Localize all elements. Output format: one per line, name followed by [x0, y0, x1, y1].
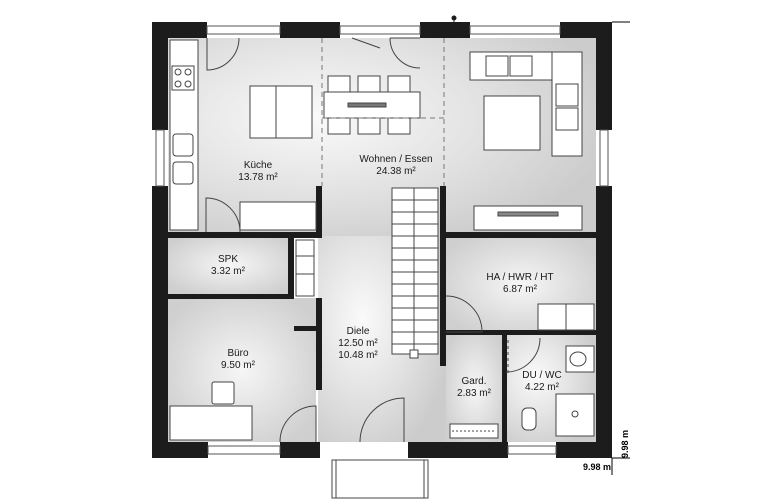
utility-counter	[537, 303, 595, 331]
room-area-kueche: 13.78 m²	[238, 172, 278, 183]
room-area-spk: 3.32 m²	[211, 266, 246, 277]
room-name-gard: Gard.	[461, 376, 486, 387]
room-area-gard: 2.83 m²	[457, 388, 492, 399]
room-name-buero: Büro	[227, 348, 249, 359]
entry-steps	[331, 459, 429, 499]
room-name-kueche: Küche	[244, 160, 273, 171]
room-name-wohnen: Wohnen / Essen	[359, 154, 432, 165]
dimension-width: 9.98 m	[583, 462, 611, 472]
dimension-lines	[611, 21, 630, 475]
room-name-du: DU / WC	[522, 370, 561, 381]
doors	[205, 37, 541, 443]
room-area-wohnen: 24.38 m²	[376, 166, 416, 177]
dining-table	[323, 75, 421, 135]
room-area-diele: 12.50 m²	[338, 338, 378, 349]
exterior-walls	[152, 22, 612, 458]
top-marker	[451, 15, 457, 22]
room-name-diele: Diele	[347, 326, 370, 337]
wardrobe-rail	[449, 423, 499, 439]
zone-lines	[321, 38, 445, 186]
room-area-buero: 9.50 m²	[221, 360, 256, 371]
room-area2-diele: 10.48 m²	[338, 350, 378, 361]
windows	[155, 25, 609, 455]
room-area-du: 4.22 m²	[525, 382, 560, 393]
storage-shelves	[295, 239, 315, 297]
office-desk	[169, 381, 253, 441]
bathroom-fixtures	[507, 340, 595, 437]
room-name-hwr: HA / HWR / HT	[486, 272, 553, 283]
staircase	[391, 187, 439, 359]
living-furniture	[469, 51, 583, 231]
kitchen-counters	[169, 39, 317, 231]
dimension-height: 9.98 m	[620, 430, 630, 458]
room-name-spk: SPK	[218, 254, 238, 265]
room-area-hwr: 6.87 m²	[503, 284, 538, 295]
